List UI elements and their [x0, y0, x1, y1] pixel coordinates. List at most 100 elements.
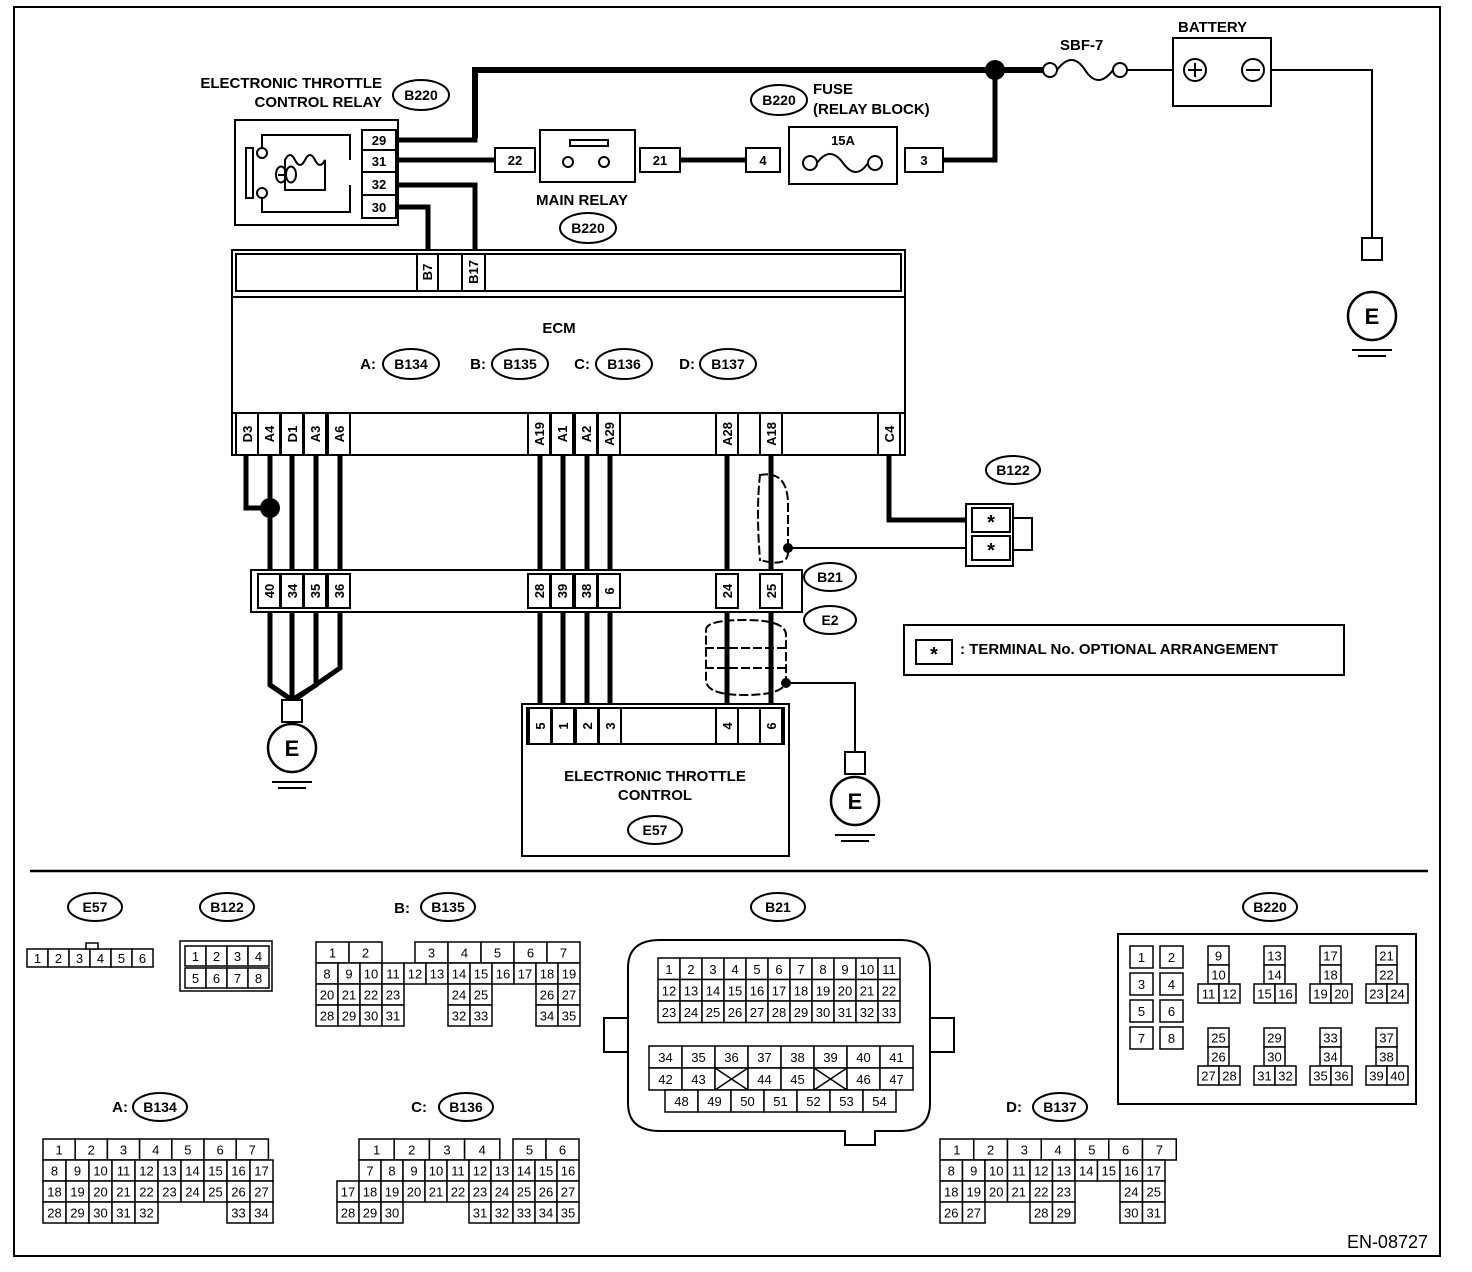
- pin-number: 14: [452, 967, 466, 982]
- pin-number: 34: [540, 1009, 554, 1024]
- pin-number: 39: [1369, 1069, 1383, 1084]
- pin-number: 7: [1138, 1031, 1145, 1046]
- connector-id-oval: [750, 892, 806, 922]
- junction-dot: [985, 60, 1005, 80]
- svg-text:B135: B135: [503, 356, 537, 372]
- pin-number: 46: [856, 1072, 870, 1087]
- etc-pin-label: 2: [580, 722, 595, 729]
- svg-text:B134: B134: [394, 356, 428, 372]
- svg-text:*: *: [987, 540, 995, 562]
- pin-number: 24: [1124, 1185, 1138, 1200]
- pin-number: 12: [1034, 1164, 1048, 1179]
- pin-number: 19: [70, 1185, 84, 1200]
- pin-number: 13: [1057, 1164, 1071, 1179]
- ecm-pin-cell: [303, 412, 327, 456]
- pin-number: 23: [473, 1185, 487, 1200]
- svg-text:MAIN RELAY: MAIN RELAY: [536, 192, 628, 209]
- pin-number: 6: [559, 1143, 566, 1158]
- pin-number: 44: [757, 1072, 771, 1087]
- pin-number: 4: [1055, 1143, 1062, 1158]
- pin-number: 15: [1257, 987, 1271, 1002]
- sbf-label: SBF-7: [1060, 37, 1103, 54]
- pin-number: 3: [234, 949, 241, 964]
- pin-number: 50: [740, 1094, 754, 1109]
- etc-pin-label: 5: [533, 722, 548, 729]
- pin-number: 6: [139, 951, 146, 966]
- pin-cell: [134, 1201, 159, 1224]
- pin-number: 29: [363, 1206, 377, 1221]
- svg-text:B137: B137: [711, 356, 745, 372]
- pin-number: 22: [364, 988, 378, 1003]
- b21-strip-pin-label: 34: [285, 583, 300, 598]
- pin-number: 5: [184, 1143, 191, 1158]
- pin-number: 5: [526, 1143, 533, 1158]
- pin-number: 1: [665, 962, 672, 977]
- b122-connector: B122 * *: [965, 455, 1041, 567]
- pin-number: 17: [772, 983, 786, 998]
- pin-number: 20: [838, 983, 852, 998]
- ecm-pin-cell: [550, 412, 574, 456]
- pin-number: 23: [1369, 987, 1383, 1002]
- pin-number: 37: [1379, 1031, 1393, 1046]
- pin-number: 24: [495, 1185, 509, 1200]
- svg-text:32: 32: [372, 177, 386, 192]
- pin-number: 28: [320, 1009, 334, 1024]
- pin-number: 2: [1168, 950, 1175, 965]
- pin-number: 5: [494, 946, 501, 961]
- pin-number: 1: [55, 1143, 62, 1158]
- pin-number: 2: [55, 951, 62, 966]
- svg-text:E57: E57: [643, 822, 668, 838]
- pin-number: 6: [775, 962, 782, 977]
- pin-number: 6: [1122, 1143, 1129, 1158]
- pin-cell: [1274, 1065, 1297, 1086]
- etc-relay: ELECTRONIC THROTTLE CONTROL RELAY B220 2…: [200, 75, 450, 226]
- svg-text:CONTROL: CONTROL: [618, 787, 692, 804]
- pin-number: 40: [1390, 1069, 1404, 1084]
- pin-cell: [862, 1089, 897, 1113]
- svg-text:C:: C:: [574, 356, 590, 373]
- pin-number: 34: [254, 1206, 268, 1221]
- pin-number: 41: [889, 1050, 903, 1065]
- pin-number: 12: [473, 1164, 487, 1179]
- pin-number: 34: [539, 1206, 553, 1221]
- pin-cell: [249, 1201, 274, 1224]
- pin-number: 26: [728, 1005, 742, 1020]
- pin-number: 12: [662, 983, 676, 998]
- pin-cell: [1129, 1026, 1154, 1050]
- svg-text:B21: B21: [817, 569, 843, 585]
- pin-number: 47: [889, 1072, 903, 1087]
- b21-strip-pin-label: 25: [764, 584, 779, 598]
- connector-id: B21: [765, 899, 791, 915]
- pin-number: 3: [1021, 1143, 1028, 1158]
- pin-number: 4: [731, 962, 738, 977]
- pin-number: 31: [116, 1206, 130, 1221]
- legend-note: * : TERMINAL No. OPTIONAL ARRANGEMENT: [903, 624, 1345, 676]
- pin-number: 25: [474, 988, 488, 1003]
- pin-number: 20: [407, 1185, 421, 1200]
- pin-number: 11: [117, 1164, 131, 1179]
- b21-strip-pin-label: 40: [262, 584, 277, 598]
- pin-number: 21: [116, 1185, 130, 1200]
- pin-number: 24: [452, 988, 466, 1003]
- pin-number: 11: [882, 962, 896, 977]
- svg-text:CONTROL RELAY: CONTROL RELAY: [254, 94, 382, 111]
- svg-text:B220: B220: [762, 92, 796, 108]
- pin-number: 15: [1102, 1164, 1116, 1179]
- pin-number: 31: [1147, 1206, 1161, 1221]
- pin-number: 24: [1390, 987, 1404, 1002]
- connector-id: B122: [210, 899, 244, 915]
- ecm-pin-label: D3: [240, 426, 255, 443]
- pin-number: 33: [231, 1206, 245, 1221]
- ecm-pin-label: A29: [602, 422, 617, 446]
- pin-number: 32: [1278, 1069, 1292, 1084]
- pin-number: 11: [1012, 1164, 1026, 1179]
- pin-number: 18: [944, 1185, 958, 1200]
- pin-number: 6: [1168, 1004, 1175, 1019]
- pin-cell: [131, 948, 154, 968]
- pin-number: 12: [139, 1164, 153, 1179]
- pin-cell: [961, 1201, 986, 1224]
- pin-cell: [1330, 1065, 1353, 1086]
- ecm-pin-label: A19: [532, 422, 547, 446]
- pin-number: 29: [342, 1009, 356, 1024]
